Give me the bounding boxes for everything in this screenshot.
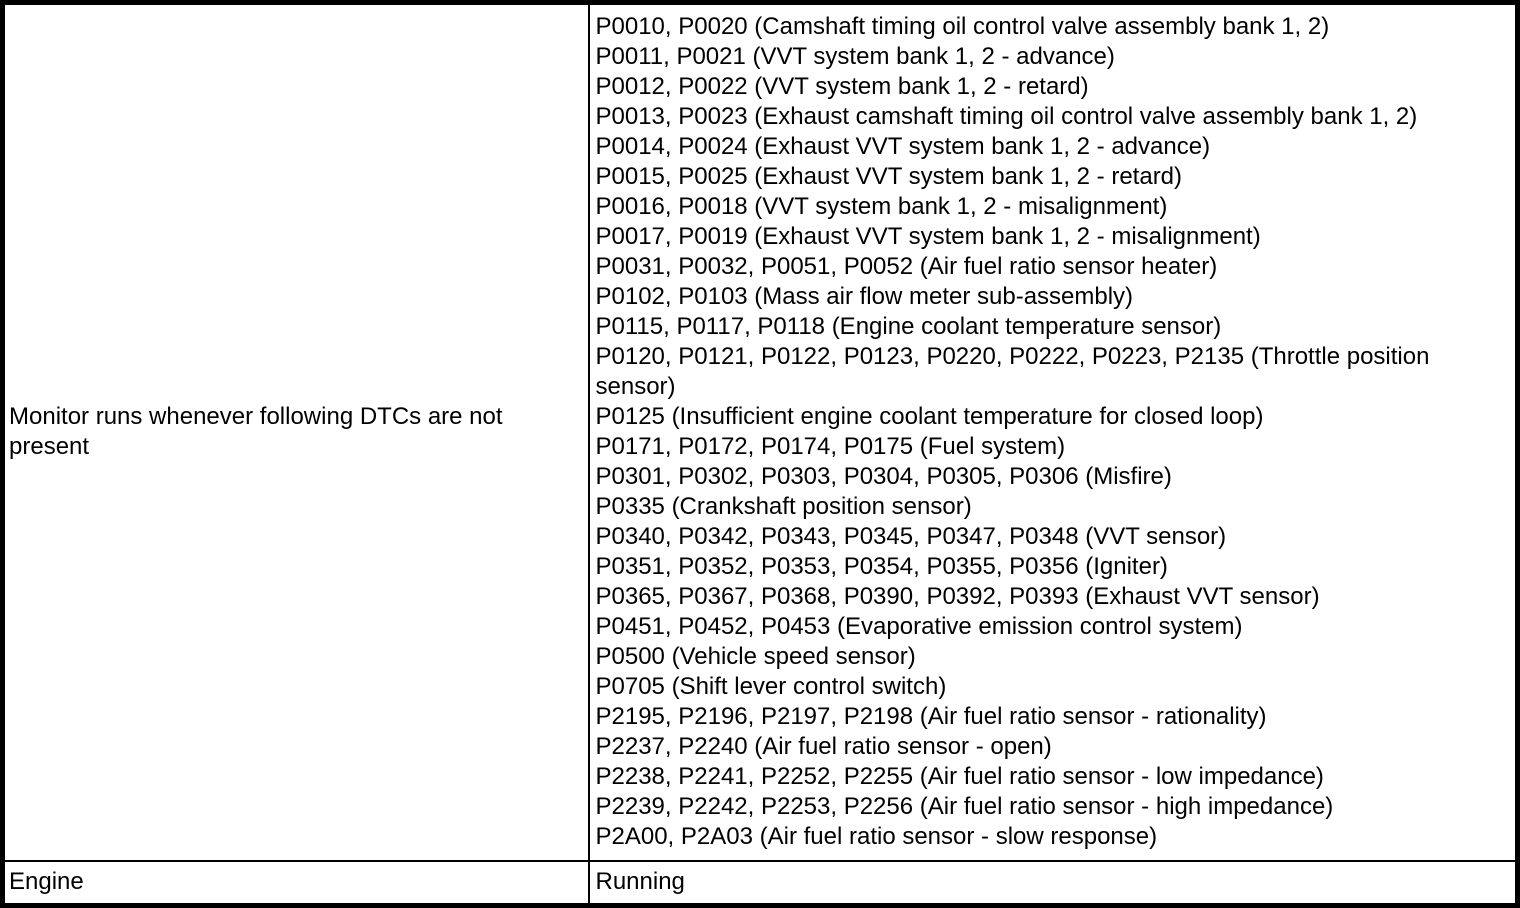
dtc-line: P2195, P2196, P2197, P2198 (Air fuel rat… [595, 703, 1267, 731]
dtc-line: P0102, P0103 (Mass air flow meter sub-as… [595, 283, 1134, 311]
engine-label-cell: Engine [1, 859, 590, 907]
dtc-line: P0365, P0367, P0368, P0390, P0392, P0393… [595, 583, 1320, 611]
dtc-line: P0171, P0172, P0174, P0175 (Fuel system) [595, 433, 1066, 461]
dtc-line: P0013, P0023 (Exhaust camshaft timing oi… [595, 103, 1418, 131]
dtc-line: P0500 (Vehicle speed sensor) [595, 643, 916, 671]
engine-status-cell: Running [587, 859, 1519, 907]
engine-label: Engine [9, 868, 84, 896]
monitor-condition-text: Monitor runs whenever following DTCs are… [9, 403, 503, 461]
dtc-line: P0017, P0019 (Exhaust VVT system bank 1,… [595, 223, 1261, 251]
dtc-line: P0301, P0302, P0303, P0304, P0305, P0306… [595, 463, 1172, 491]
dtc-line: P0335 (Crankshaft position sensor) [595, 493, 972, 521]
dtc-line: P0011, P0021 (VVT system bank 1, 2 - adv… [595, 43, 1115, 71]
dtc-line: P2A00, P2A03 (Air fuel ratio sensor - sl… [595, 823, 1158, 851]
monitor-condition-cell: Monitor runs whenever following DTCs are… [1, 1, 590, 862]
dtc-line: P2237, P2240 (Air fuel ratio sensor - op… [595, 733, 1052, 761]
dtc-line: P0016, P0018 (VVT system bank 1, 2 - mis… [595, 193, 1168, 221]
dtc-line: P0015, P0025 (Exhaust VVT system bank 1,… [595, 163, 1183, 191]
dtc-line: P2238, P2241, P2252, P2255 (Air fuel rat… [595, 763, 1324, 791]
dtc-line: P0451, P0452, P0453 (Evaporative emissio… [595, 613, 1243, 641]
dtc-line: P0031, P0032, P0051, P0052 (Air fuel rat… [595, 253, 1218, 281]
dtc-line: P0014, P0024 (Exhaust VVT system bank 1,… [595, 133, 1211, 161]
dtc-line: P0340, P0342, P0343, P0345, P0347, P0348… [595, 523, 1227, 551]
engine-row: Engine Running [1, 859, 1519, 907]
dtc-line: P2239, P2242, P2253, P2256 (Air fuel rat… [595, 793, 1334, 821]
monitor-conditions-row: Monitor runs whenever following DTCs are… [1, 1, 1519, 862]
engine-status-value: Running [595, 868, 685, 896]
dtc-line: P0012, P0022 (VVT system bank 1, 2 - ret… [595, 73, 1089, 101]
dtc-line: P0010, P0020 (Camshaft timing oil contro… [595, 13, 1330, 41]
dtc-line: P0705 (Shift lever control switch) [595, 673, 947, 701]
dtc-list-cell: P0010, P0020 (Camshaft timing oil contro… [587, 1, 1519, 862]
dtc-line: P0120, P0121, P0122, P0123, P0220, P0222… [595, 343, 1430, 401]
dtc-line: P0125 (Insufficient engine coolant tempe… [595, 403, 1264, 431]
dtc-list: P0010, P0020 (Camshaft timing oil contro… [590, 12, 1516, 852]
dtc-line: P0115, P0117, P0118 (Engine coolant temp… [595, 313, 1222, 341]
dtc-line: P0351, P0352, P0353, P0354, P0355, P0356… [595, 553, 1168, 581]
